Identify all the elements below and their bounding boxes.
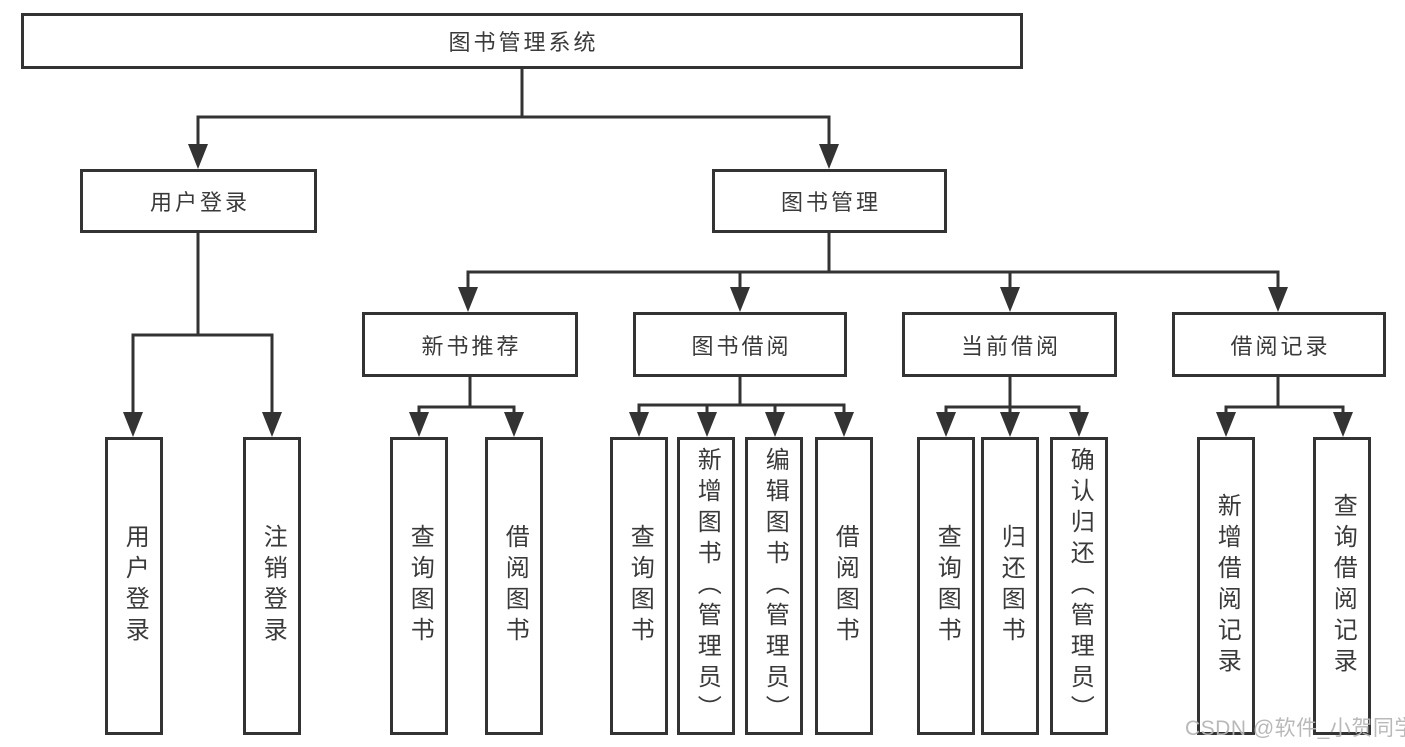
node-label: 用户登录: [149, 190, 250, 215]
leaf-current-query-books: 查询图书: [917, 437, 975, 735]
leaf-label: 借阅图书: [831, 524, 859, 648]
leaf-label: 确认归还（管理员）: [1066, 446, 1094, 726]
leaf-return-books: 归还图书: [981, 437, 1039, 735]
leaf-label: 新增借阅记录: [1213, 493, 1241, 679]
leaf-label: 查询图书: [406, 524, 434, 648]
node-book-borrow: 图书借阅: [633, 312, 847, 377]
node-new-book-recommend: 新书推荐: [362, 312, 578, 377]
arrowheads: [123, 144, 1353, 437]
node-borrow-records: 借阅记录: [1172, 312, 1386, 377]
node-label: 图书借阅: [691, 333, 792, 359]
node-label: 图书管理系统: [448, 30, 599, 55]
leaf-logout-login: 注销登录: [243, 437, 301, 735]
leaf-add-books-admin: 新增图书（管理员）: [677, 437, 735, 735]
node-label: 新书推荐: [421, 333, 522, 359]
node-label: 当前借阅: [960, 333, 1061, 359]
node-current-borrow: 当前借阅: [902, 312, 1117, 377]
csdn-watermark: CSDN @软件_小贺同学: [1185, 717, 1405, 740]
node-library-management-system: 图书管理系统: [21, 13, 1023, 69]
node-label: 图书管理: [780, 190, 881, 215]
leaf-label: 注销登录: [259, 524, 287, 648]
node-label: 借阅记录: [1230, 333, 1331, 359]
leaf-query-borrow-record: 查询借阅记录: [1313, 437, 1371, 735]
leaf-label: 新增图书（管理员）: [693, 446, 721, 726]
leaf-label: 查询借阅记录: [1329, 493, 1357, 679]
leaf-label: 借阅图书: [501, 524, 529, 648]
leaf-user-login: 用户登录: [105, 437, 163, 735]
node-book-management: 图书管理: [712, 169, 947, 233]
leaf-recommend-borrow-books: 借阅图书: [485, 437, 543, 735]
leaf-label: 用户登录: [121, 524, 149, 648]
leaf-recommend-query-books: 查询图书: [390, 437, 448, 735]
leaf-label: 编辑图书（管理员）: [761, 446, 789, 726]
leaf-confirm-return-admin: 确认归还（管理员）: [1050, 437, 1108, 735]
leaf-label: 查询图书: [933, 524, 961, 648]
node-user-login: 用户登录: [80, 169, 317, 233]
leaf-label: 归还图书: [997, 524, 1025, 648]
leaf-label: 查询图书: [626, 524, 654, 648]
leaf-borrow-books: 借阅图书: [815, 437, 873, 735]
leaf-edit-books-admin: 编辑图书（管理员）: [745, 437, 803, 735]
leaf-borrow-query-books: 查询图书: [610, 437, 668, 735]
leaf-add-borrow-record: 新增借阅记录: [1197, 437, 1255, 735]
